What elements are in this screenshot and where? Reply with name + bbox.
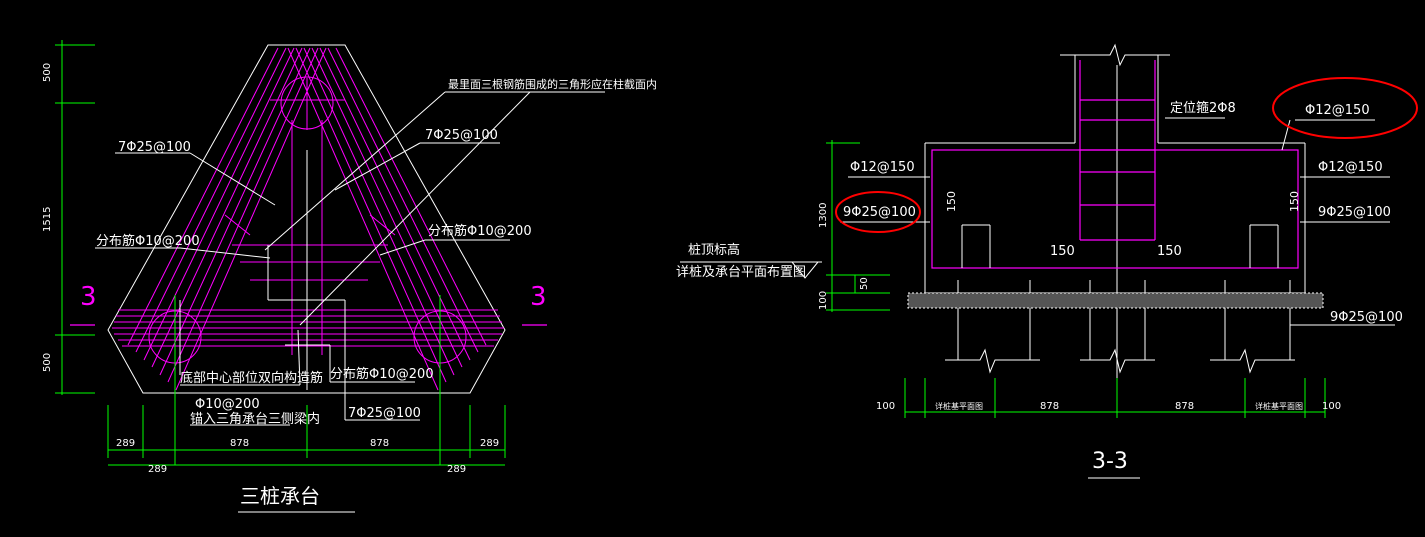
dim-v-50: 50	[859, 277, 870, 290]
section-bottom-dims	[904, 378, 1326, 418]
dim-b-100-left: 100	[876, 401, 895, 412]
highlight-ellipse-bottom-left	[835, 191, 921, 233]
section-mark-right: 3	[530, 282, 547, 312]
dim-v-top: 500	[42, 63, 53, 82]
left-drawing-title: 三桩承台	[240, 484, 320, 508]
label-pile-top: 桩顶标高	[688, 242, 740, 258]
label-cover-left: 150	[945, 191, 958, 212]
dim-b2-289-right: 289	[447, 464, 466, 475]
label-cover-right: 150	[1288, 191, 1301, 212]
highlight-ellipse-top-rebar	[1272, 77, 1418, 139]
label-rebar-right: 7Φ25@100	[425, 128, 498, 143]
dim-b2-289-left: 289	[148, 464, 167, 475]
bottom-dimension-lines	[107, 295, 506, 466]
label-side-left: Φ12@150	[850, 160, 915, 175]
label-locator: 定位箍2Φ8	[1170, 100, 1236, 116]
label-cover-r2: 150	[1157, 244, 1182, 259]
rebar-center	[224, 78, 396, 355]
dim-b-note-right: 详桩基平面图	[1255, 401, 1303, 411]
label-bottom-right-low: 9Φ25@100	[1330, 310, 1403, 325]
dim-v-mid: 1515	[42, 207, 53, 232]
label-rebar-bottom: 7Φ25@100	[348, 406, 421, 421]
section-mark-left: 3	[80, 282, 97, 312]
label-top-rebar: Φ12@150	[1305, 103, 1370, 118]
rebar-bundle-left	[127, 47, 327, 391]
section-vertical-dims	[826, 140, 890, 312]
dim-b-note-left: 详桩基平面图	[935, 401, 983, 411]
piles	[945, 224, 1295, 374]
rebar-bundle-right	[287, 47, 487, 391]
label-dist-right: 分布筋Φ10@200	[428, 223, 532, 239]
dim-b-878-right: 878	[370, 438, 389, 449]
rebar-cage	[931, 60, 1299, 269]
label-bottom-left: 9Φ25@100	[843, 205, 916, 220]
cap-section-outline	[924, 43, 1306, 395]
dim-b-878-left: 878	[230, 438, 249, 449]
section-3-3: 定位箍2Φ8 Φ12@150 Φ12@150 Φ12@150 9Φ25@100 …	[676, 43, 1418, 479]
dim-b-100-right: 100	[1322, 401, 1341, 412]
label-pile-note: 详桩及承台平面布置图	[676, 265, 806, 280]
dim-v-bottom: 500	[42, 353, 53, 372]
label-side-right: Φ12@150	[1318, 160, 1383, 175]
leader-lines	[95, 91, 605, 426]
dim-b-289-right: 289	[480, 438, 499, 449]
gravel-bed	[907, 292, 1324, 309]
dim-v-100: 100	[818, 291, 829, 310]
label-anchor-note: 锚入三角承台三侧梁内	[190, 411, 320, 427]
dim-b-878-left: 878	[1040, 401, 1059, 412]
section-title: 3-3	[1092, 449, 1128, 474]
label-center-rebar: Φ10@200	[195, 397, 260, 412]
label-dist-left: 分布筋Φ10@200	[96, 233, 200, 249]
triangle-cap-plan: 3 3 最里面三根钢筋围成的三角形应在柱截面内 7Φ25@100 7Φ25@10…	[42, 40, 657, 513]
elevation-marker	[680, 261, 822, 279]
label-top-note: 最里面三根钢筋围成的三角形应在柱截面内	[448, 77, 657, 91]
dim-b-878-right: 878	[1175, 401, 1194, 412]
label-dist-bottom: 分布筋Φ10@200	[330, 366, 434, 382]
leader-top-rebar-drop	[1281, 119, 1291, 151]
dim-v-1300: 1300	[818, 203, 829, 228]
rebar-bundle-bottom	[112, 309, 504, 347]
label-rebar-left: 7Φ25@100	[118, 140, 191, 155]
dim-b-289-left: 289	[116, 438, 135, 449]
label-bottom-right: 9Φ25@100	[1318, 205, 1391, 220]
cap-outline	[107, 44, 506, 394]
label-center-note: 底部中心部位双向构造筋	[180, 370, 323, 386]
center-lines	[179, 150, 441, 390]
vertical-dimension-lines	[55, 40, 95, 395]
label-cover-l2: 150	[1050, 244, 1075, 259]
